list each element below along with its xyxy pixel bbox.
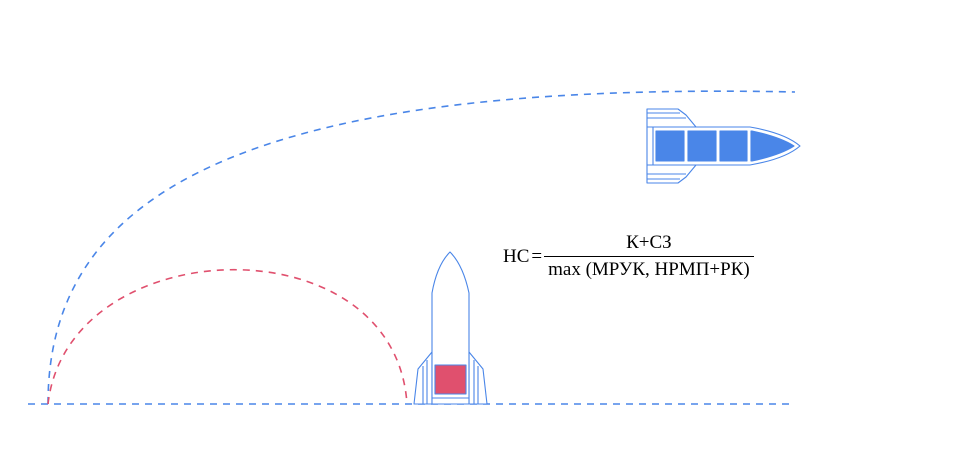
fraction-bar — [544, 256, 754, 258]
formula-numerator: К+СЗ — [626, 232, 672, 253]
formula: НС = К+СЗ max (МРУК, НРМП+РК) — [503, 232, 754, 281]
horizontal-rocket-icon — [646, 108, 801, 184]
vertical-rocket-icon — [413, 251, 488, 405]
blue-trajectory — [47, 90, 796, 405]
formula-denominator: max (МРУК, НРМП+РК) — [548, 259, 750, 281]
red-trajectory — [47, 268, 408, 405]
formula-equals: = — [531, 245, 543, 267]
formula-fraction: К+СЗ max (МРУК, НРМП+РК) — [544, 232, 754, 281]
formula-lhs: НС — [503, 245, 530, 267]
